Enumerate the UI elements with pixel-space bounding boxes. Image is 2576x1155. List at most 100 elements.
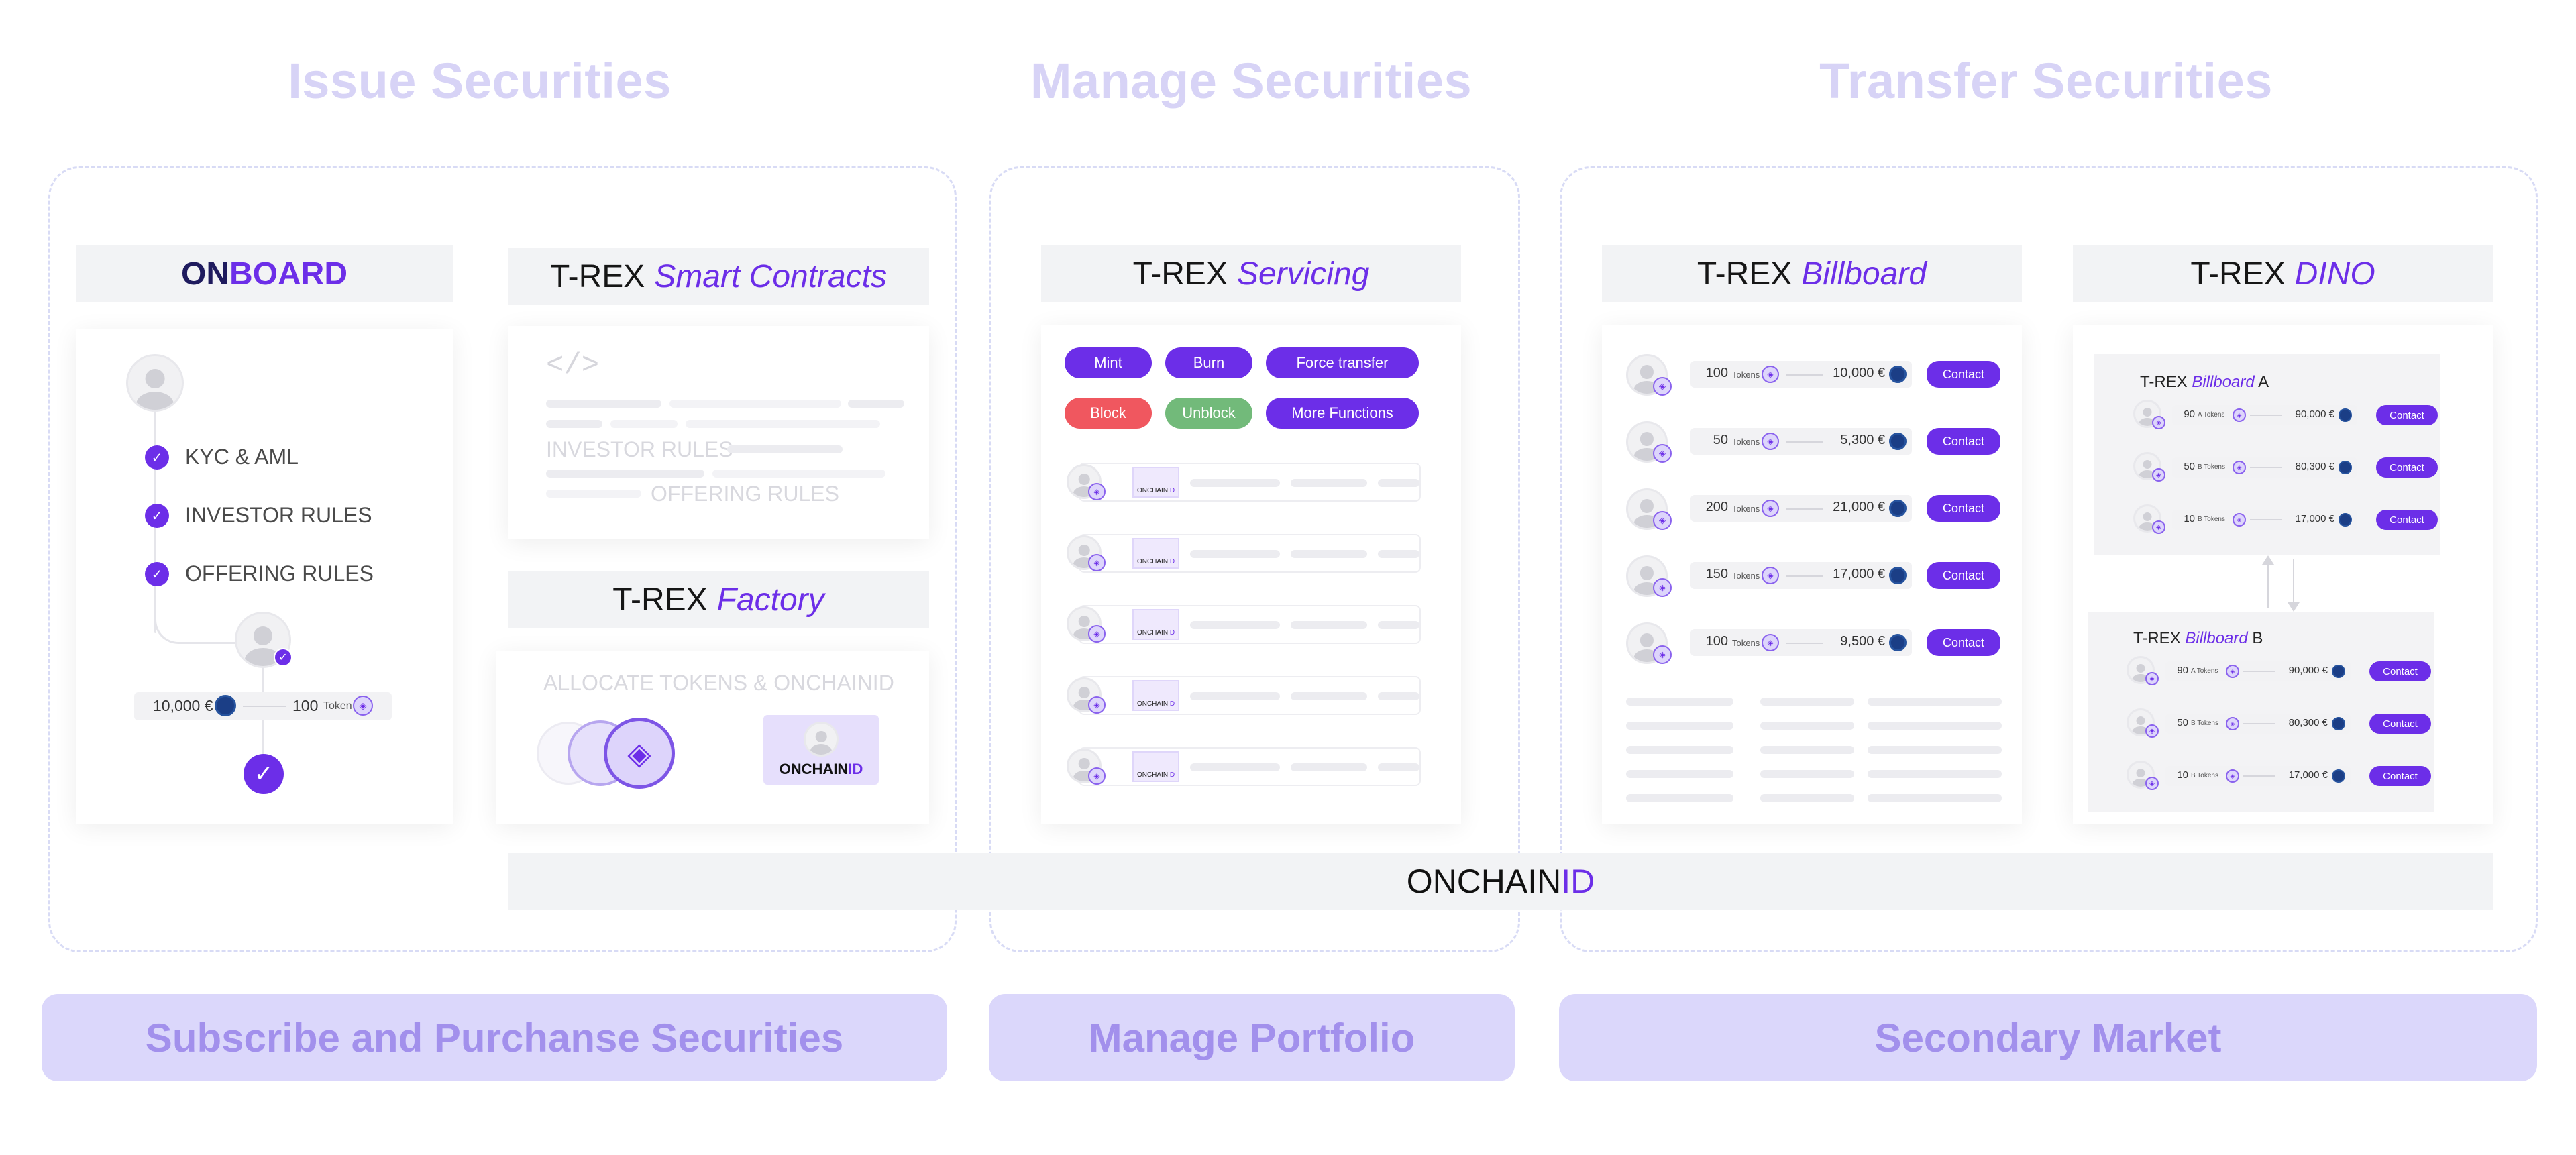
avatar-body: [2132, 726, 2149, 734]
allocate-text: ALLOCATE TOKENS & ONCHAINID: [543, 671, 894, 695]
placeholder-bar: [1190, 621, 1280, 629]
avatar-body: [2132, 778, 2149, 787]
servicing-brand: T-REX: [1132, 256, 1228, 292]
token-icon: ◈: [2152, 520, 2165, 534]
contact-button[interactable]: Contact: [1927, 495, 2000, 522]
onboard-euro-coin-icon: [215, 695, 236, 716]
onboard-token-coin-icon: ◈: [353, 696, 373, 716]
dino-name: DINO: [2294, 256, 2375, 292]
force-transfer-button[interactable]: Force transfer: [1266, 347, 1419, 378]
onboard-complete-check-icon: ✓: [244, 754, 284, 794]
contact-button[interactable]: Contact: [1927, 428, 2000, 455]
investor-avatar: [1067, 677, 1102, 712]
burn-button[interactable]: Burn: [1165, 347, 1252, 378]
listing-token-unit: Tokens: [1732, 638, 1760, 648]
billboard-b-title: T-REX Billboard B: [2133, 629, 2263, 647]
onchainid-card-label-a: ONCHAIN: [779, 761, 849, 777]
investor-rules-check-icon: ✓: [145, 504, 169, 528]
avatar-head: [2143, 459, 2152, 469]
kyc-aml-label: KYC & AML: [185, 445, 299, 469]
placeholder-bar: [1291, 550, 1367, 558]
mint-button[interactable]: Mint: [1065, 347, 1152, 378]
billboard-name: Billboard: [1801, 256, 1927, 292]
contact-button[interactable]: Contact: [1927, 629, 2000, 656]
block-button[interactable]: Block: [1065, 398, 1152, 429]
token-icon: ◈: [1653, 444, 1672, 463]
placeholder-bar: [1291, 479, 1367, 487]
servicing-name: Servicing: [1236, 256, 1370, 292]
code-line: [546, 470, 704, 478]
placeholder-bar: [1190, 692, 1280, 700]
listing-token-unit: Tokens: [1732, 571, 1760, 581]
code-line: [610, 420, 678, 428]
more-functions-button[interactable]: More Functions: [1266, 398, 1419, 429]
contact-button[interactable]: Contact: [2369, 661, 2431, 681]
placeholder-bar: [1378, 621, 1419, 629]
contact-button[interactable]: Contact: [2376, 510, 2438, 530]
listing-token-unit: A Tokens: [2198, 411, 2225, 419]
listing-token-icon: ◈: [2233, 461, 2246, 474]
onchainid-bar-text-a: ONCHAIN: [1406, 863, 1562, 900]
contact-button[interactable]: Contact: [1927, 562, 2000, 589]
exchange-arrow: [1786, 643, 1823, 644]
subscribe-purchase-bar: Subscribe and Purchanse Securities: [42, 994, 947, 1081]
listing-token-amount: 10: [2177, 769, 2188, 781]
euro-coin-icon: [1889, 433, 1907, 450]
contact-button[interactable]: Contact: [2369, 766, 2431, 786]
token-icon: ◈: [1653, 645, 1672, 664]
avatar-head: [1640, 499, 1654, 513]
listing-price: 17,000 €: [2295, 513, 2334, 525]
investor-rules-code-text: INVESTOR RULES: [546, 437, 733, 461]
listing-token-icon: ◈: [2226, 769, 2239, 783]
onboard-title-on: ON: [181, 256, 229, 292]
smart-contracts-card: [508, 326, 929, 539]
listing-token-amount: 50: [1713, 433, 1728, 447]
placeholder-bar: [1868, 698, 2002, 706]
offering-rules-code-text: OFFERING RULES: [651, 482, 839, 506]
listing-price: 17,000 €: [1833, 567, 1885, 582]
placeholder-bar: [1190, 479, 1280, 487]
placeholder-bar: [1291, 763, 1367, 771]
exchange-arrow: [2250, 519, 2282, 520]
contact-button[interactable]: Contact: [1927, 361, 2000, 388]
token-icon: ◈: [2145, 777, 2159, 790]
placeholder-bar: [1378, 479, 1419, 487]
investor-avatar: [2127, 708, 2155, 736]
listing-token-unit: B Tokens: [2198, 463, 2225, 471]
contact-button[interactable]: Contact: [2369, 714, 2431, 734]
offering-rules-label: OFFERING RULES: [185, 561, 374, 586]
token-icon: ◈: [2145, 672, 2159, 685]
contact-button[interactable]: Contact: [2376, 405, 2438, 425]
exchange-arrows-icon: [2258, 555, 2305, 612]
dino-brand: T-REX: [2190, 256, 2286, 292]
onchainid-card-label-b: ID: [848, 761, 863, 777]
investor-verified-icon: ✓: [274, 648, 292, 667]
avatar-head: [1640, 365, 1654, 379]
token-icon: ◈: [2145, 724, 2159, 738]
transfer-region: [1560, 166, 2538, 952]
listing-price: 80,300 €: [2288, 717, 2328, 728]
listing-price: 21,000 €: [1833, 500, 1885, 514]
exchange-arrow: [1786, 374, 1823, 376]
listing-price: 90,000 €: [2295, 408, 2334, 420]
onboard-user-avatar: [126, 354, 184, 412]
billboard-brand: T-REX: [1697, 256, 1792, 292]
onboard-price-text: 10,000 €: [153, 697, 213, 714]
listing-price: 10,000 €: [1833, 366, 1885, 380]
onchainid-card-avatar: [804, 722, 839, 757]
euro-coin-icon: [2339, 461, 2352, 474]
euro-coin-icon: [2339, 408, 2352, 422]
placeholder-bar: [1378, 550, 1419, 558]
contact-button[interactable]: Contact: [2376, 457, 2438, 478]
euro-coin-icon: [2332, 717, 2345, 730]
token-icon: ◈: [2152, 468, 2165, 482]
unblock-button[interactable]: Unblock: [1165, 398, 1252, 429]
